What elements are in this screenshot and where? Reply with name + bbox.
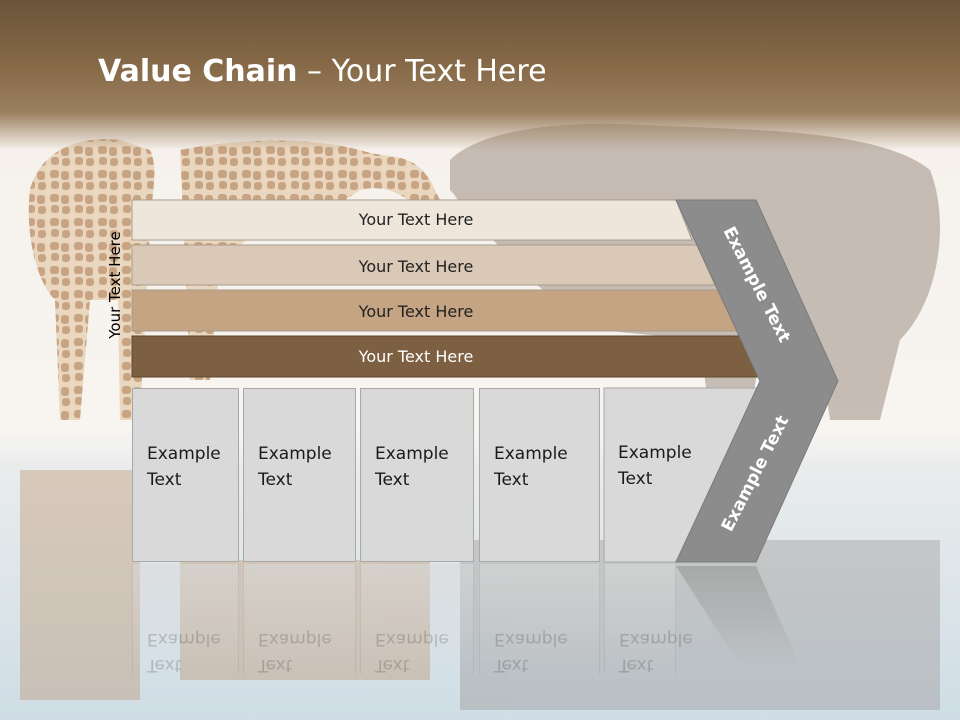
- box-4-line2: Text: [494, 470, 529, 490]
- band-1[interactable]: [131, 199, 693, 241]
- band-2-label: Your Text Here: [358, 257, 474, 276]
- box-2-line2: Text: [258, 470, 293, 490]
- chevron-reflection: [676, 566, 800, 666]
- box-1-line2: Text: [147, 470, 182, 490]
- box-5-line1: Example: [618, 443, 692, 463]
- page-title: Value Chain – Your Text Here: [98, 54, 547, 89]
- box-4-line1: Example: [494, 444, 568, 464]
- box-5-line2: Text: [618, 469, 653, 489]
- chevron-arrow[interactable]: [675, 199, 839, 563]
- box-1-line1: Example: [147, 444, 221, 464]
- box-3-line2: Text: [375, 470, 410, 490]
- band-4-label: Your Text Here: [358, 347, 474, 366]
- title-bold: Value Chain: [98, 54, 298, 89]
- title-bar: [0, 0, 960, 150]
- box-3-line1: Example: [375, 444, 449, 464]
- band-3-label: Your Text Here: [358, 302, 474, 321]
- title-rest: – Your Text Here: [297, 54, 547, 89]
- box-2-line1: Example: [258, 444, 332, 464]
- band-1-label: Your Text Here: [358, 210, 474, 229]
